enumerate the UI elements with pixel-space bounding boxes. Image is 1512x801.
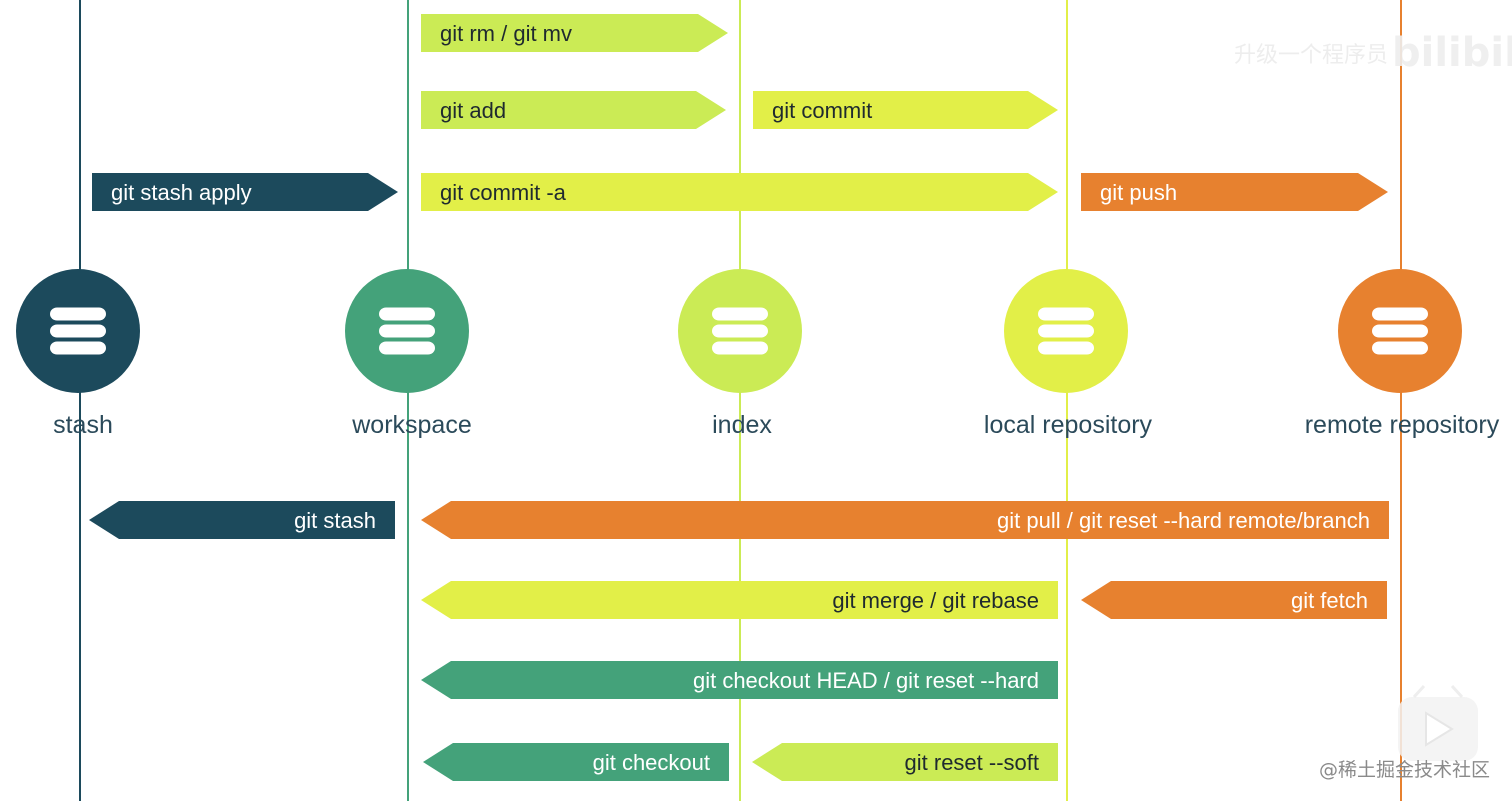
node-label-local: local repository (984, 411, 1153, 439)
node-workspace: workspace (345, 269, 472, 439)
arrow-git-commit: git commit (753, 91, 1058, 129)
arrow-shape-git-commit-a (421, 173, 1058, 211)
play-badge (1398, 684, 1478, 761)
node-label-remote: remote repository (1305, 411, 1500, 439)
arrow-git-pull: git pull / git reset --hard remote/branc… (421, 501, 1389, 539)
arrow-label-git-checkout-head: git checkout HEAD / git reset --hard (693, 668, 1039, 693)
attribution-watermark: @稀土掘金技术社区 (1319, 759, 1490, 781)
arrow-shape-git-pull (421, 501, 1389, 539)
database-icon (379, 307, 435, 355)
database-icon (50, 307, 106, 355)
arrow-git-merge-rebase: git merge / git rebase (421, 581, 1058, 619)
arrow-git-add: git add (421, 91, 726, 129)
play-icon (1425, 711, 1454, 747)
command-arrows: git rm / git mv git add git commit git stas… (89, 14, 1389, 781)
storage-nodes: stash workspace index local repository remot… (16, 269, 1500, 439)
arrow-shape-git-stash (89, 501, 395, 539)
play-badge-antenna (1412, 684, 1464, 699)
arrow-git-stash-apply: git stash apply (92, 173, 398, 211)
arrow-git-push: git push (1081, 173, 1388, 211)
arrow-git-commit-a: git commit -a (421, 173, 1058, 211)
arrow-label-git-add: git add (440, 98, 506, 123)
arrow-git-rm-mv: git rm / git mv (421, 14, 728, 52)
arrow-shape-git-reset-soft (752, 743, 1058, 781)
arrow-git-checkout-head: git checkout HEAD / git reset --hard (421, 661, 1058, 699)
database-icon (1038, 307, 1094, 355)
arrow-label-git-pull: git pull / git reset --hard remote/branc… (997, 508, 1370, 533)
arrow-shape-git-rm-mv (421, 14, 728, 52)
arrow-git-stash: git stash (89, 501, 395, 539)
arrow-label-git-reset-soft: git reset --soft (905, 750, 1039, 775)
arrow-label-git-checkout: git checkout (593, 750, 710, 775)
arrow-shape-git-commit (753, 91, 1058, 129)
node-stash: stash (16, 269, 140, 439)
arrow-label-git-merge-rebase: git merge / git rebase (832, 588, 1039, 613)
swimlane-lines (79, 0, 1402, 801)
node-label-workspace: workspace (351, 411, 472, 439)
arrow-shape-git-checkout (423, 743, 729, 781)
arrow-shape-git-checkout-head (421, 661, 1058, 699)
arrow-label-git-commit: git commit (772, 98, 872, 123)
node-remote: remote repository (1305, 269, 1500, 439)
arrow-git-fetch: git fetch (1081, 581, 1387, 619)
arrow-label-git-commit-a: git commit -a (440, 180, 567, 205)
node-local: local repository (984, 269, 1153, 439)
arrow-shape-git-merge-rebase (421, 581, 1058, 619)
arrow-shape-git-add (421, 91, 726, 129)
arrow-shape-git-stash-apply (92, 173, 398, 211)
database-icon (1372, 307, 1428, 355)
watermark-top-right: 升级一个程序员 bilibili (1234, 30, 1512, 76)
arrow-label-git-push: git push (1100, 180, 1177, 205)
arrow-shape-git-push (1081, 173, 1388, 211)
arrow-label-git-stash-apply: git stash apply (111, 180, 252, 205)
arrow-shape-git-fetch (1081, 581, 1387, 619)
database-icon (712, 307, 768, 355)
node-label-stash: stash (53, 411, 113, 439)
arrow-label-git-rm-mv: git rm / git mv (440, 21, 572, 46)
arrow-git-reset-soft: git reset --soft (752, 743, 1058, 781)
bilibili-logo: bilibili (1392, 30, 1512, 76)
arrow-git-checkout: git checkout (423, 743, 729, 781)
watermark-channel-text: 升级一个程序员 (1234, 43, 1388, 68)
arrow-label-git-stash: git stash (294, 508, 376, 533)
node-index: index (678, 269, 802, 439)
node-label-index: index (712, 411, 772, 439)
arrow-label-git-fetch: git fetch (1291, 588, 1368, 613)
